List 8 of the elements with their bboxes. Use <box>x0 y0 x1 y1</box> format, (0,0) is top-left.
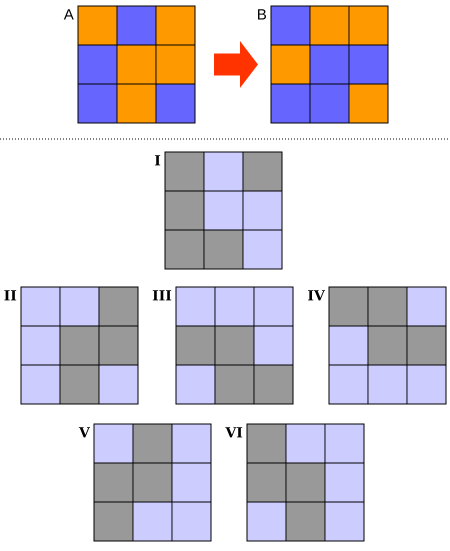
grid-label: I <box>154 155 160 166</box>
grid-label: B <box>258 9 266 20</box>
grid-label: II <box>4 290 16 300</box>
grid-label: IV <box>308 290 326 300</box>
grid-label: A <box>64 9 74 20</box>
grid-label: III <box>152 290 172 300</box>
grid-label: V <box>78 427 90 438</box>
grid-label: VI <box>225 427 242 438</box>
